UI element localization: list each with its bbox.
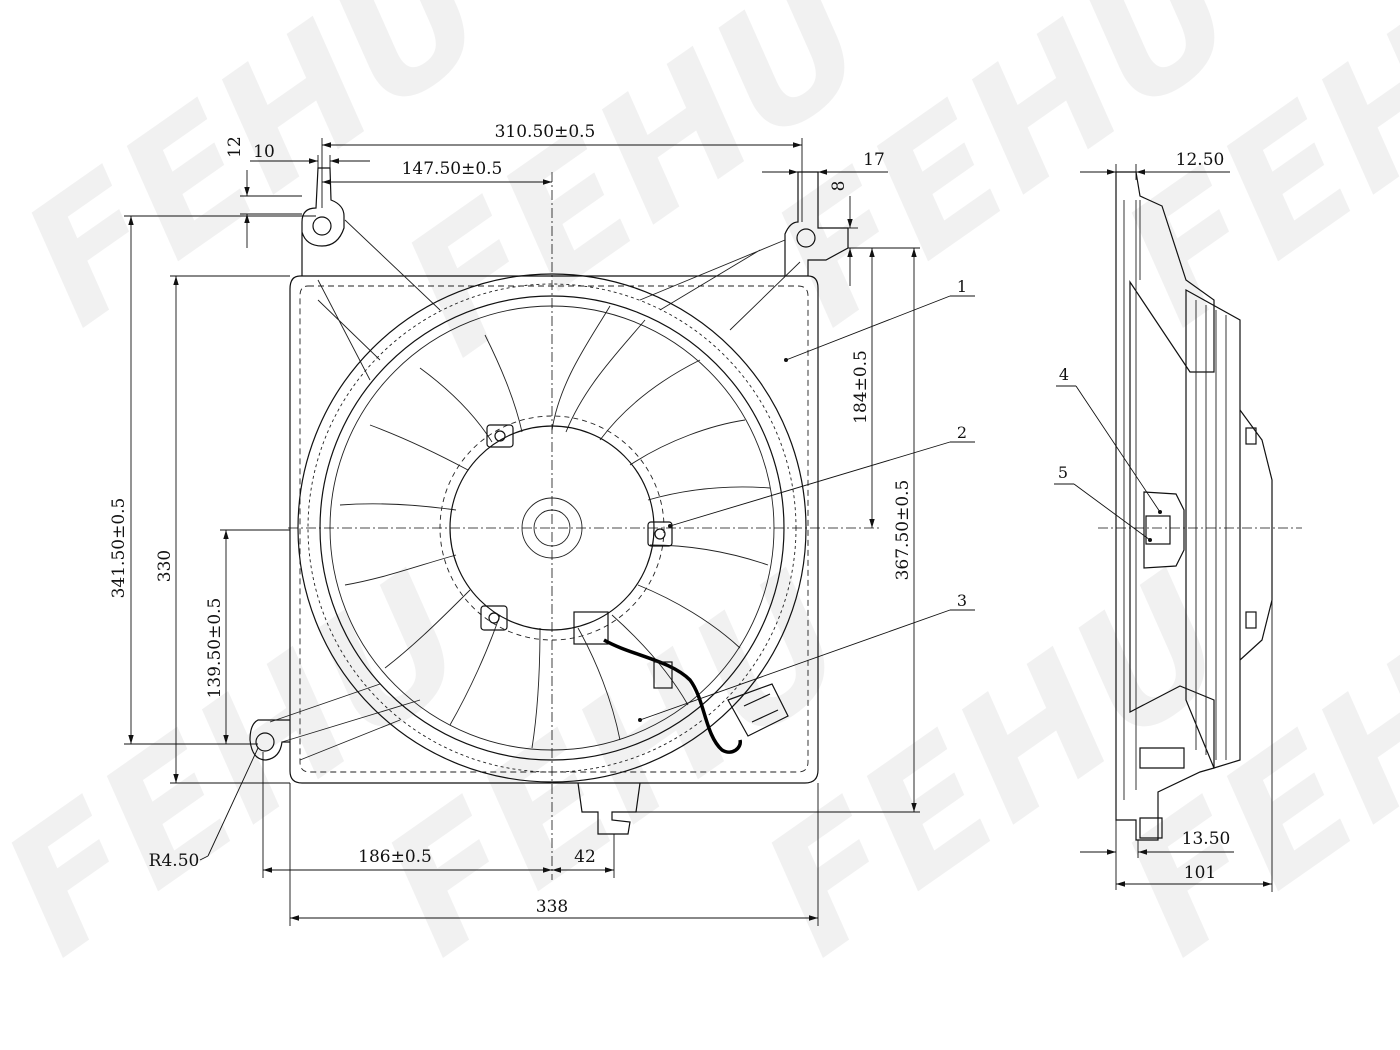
- motor-bolt-2-head: [654, 528, 666, 540]
- mount-hole-bottom-left: [255, 732, 275, 752]
- motor-bolt-2: [647, 521, 673, 547]
- callout-3: 3: [957, 591, 967, 610]
- side-shroud: [1115, 171, 1215, 841]
- motor-bolt-3-head: [488, 612, 500, 624]
- dim-tab-height-right: 8: [829, 181, 849, 192]
- dim-height-upper-right: 184±0.5: [851, 350, 871, 424]
- mount-hole-top-left: [312, 216, 332, 236]
- dim-radius: R4.50: [149, 851, 200, 871]
- motor-wire-outlet: [573, 611, 609, 645]
- dim-bottom-small: 42: [574, 847, 596, 867]
- side-bottom-bracket: [1139, 747, 1185, 839]
- dim-bottom-offset: 186±0.5: [358, 847, 432, 867]
- wire-clip: [653, 661, 673, 689]
- dim-tab-height-left: 12: [225, 136, 245, 158]
- mount-tab-top-right: [784, 171, 849, 276]
- dim-tab-width-right: 17: [863, 150, 885, 170]
- dim-height-left: 341.50±0.5: [109, 498, 129, 599]
- shroud-inner-edge: [299, 285, 809, 773]
- motor-bolt-3: [480, 605, 508, 631]
- callout-5: 5: [1058, 463, 1068, 482]
- dim-offset-top: 147.50±0.5: [402, 159, 503, 179]
- electrical-connector: [727, 683, 789, 737]
- dim-side-bottom-thickness: 13.50: [1182, 829, 1231, 849]
- mount-hole-top-right: [796, 228, 816, 248]
- side-blade-edges: [1195, 300, 1227, 760]
- callout-2: 2: [957, 423, 967, 442]
- shroud-frame: [289, 275, 819, 784]
- callout-1: 1: [957, 277, 967, 296]
- side-motor-screw-bottom: [1245, 611, 1257, 629]
- dim-tab-width-left: 10: [253, 142, 275, 162]
- side-shroud-inner: [1123, 200, 1141, 800]
- side-dimensions: 12.50 13.50 101 4 5: [1054, 150, 1273, 892]
- mount-tab-bottom: [577, 782, 641, 835]
- dim-side-depth: 101: [1184, 863, 1216, 883]
- dim-side-top-thickness: 12.50: [1176, 150, 1225, 170]
- wire-harness: [603, 638, 742, 754]
- side-view: [1098, 171, 1302, 841]
- dim-height-right: 367.50±0.5: [893, 480, 913, 581]
- side-hub-nut: [1145, 515, 1171, 545]
- dim-width-top: 310.50±0.5: [495, 122, 596, 142]
- front-view: [249, 167, 880, 880]
- strut-top-right: [639, 239, 801, 331]
- strut-top-left: [317, 219, 441, 381]
- side-motor-body: [1185, 288, 1241, 769]
- strut-bottom-left: [269, 683, 421, 761]
- side-hub: [1143, 491, 1185, 569]
- mount-tab-top-left: [301, 167, 345, 276]
- motor-bolt-1: [486, 424, 514, 448]
- dim-height-frame: 330: [155, 550, 175, 582]
- side-motor-screw-top: [1245, 427, 1257, 445]
- callout-4: 4: [1059, 365, 1069, 384]
- side-motor-cap: [1239, 409, 1273, 661]
- motor-bolt-1-head: [494, 430, 506, 442]
- front-dimensions: 310.50±0.5 147.50±0.5 10 12 17 8 341.50±…: [109, 122, 975, 926]
- dim-width-total: 338: [536, 897, 568, 917]
- dim-height-lower: 139.50±0.5: [205, 598, 225, 699]
